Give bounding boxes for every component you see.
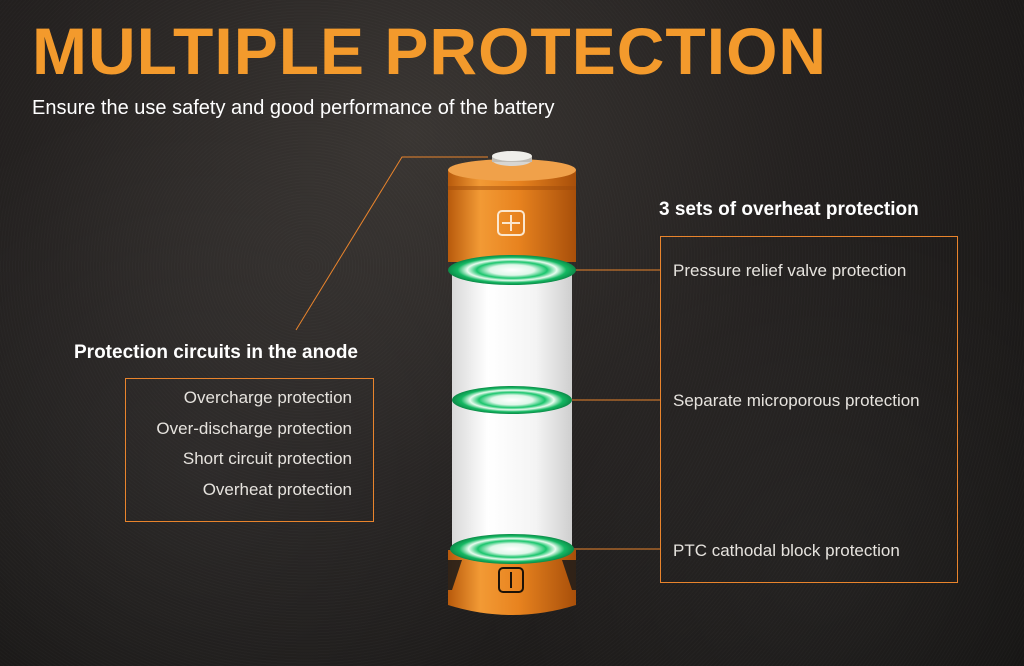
protection-ring-middle bbox=[452, 386, 572, 414]
anode-item-overheat: Overheat protection bbox=[202, 480, 352, 499]
page-title: MULTIPLE PROTECTION bbox=[32, 14, 828, 88]
protection-ring-bottom bbox=[450, 534, 574, 564]
connector-lines bbox=[295, 156, 660, 550]
anode-item-over-discharge: Over-discharge protection bbox=[156, 419, 352, 438]
overheat-item-ptc: PTC cathodal block protection bbox=[673, 541, 900, 560]
page-subtitle: Ensure the use safety and good performan… bbox=[32, 97, 555, 119]
overheat-item-microporous: Separate microporous protection bbox=[673, 391, 920, 410]
right-heading: 3 sets of overheat protection bbox=[659, 199, 919, 220]
overheat-item-valve: Pressure relief valve protection bbox=[673, 261, 907, 280]
overheat-protection-box bbox=[660, 236, 958, 583]
battery-top-cap bbox=[448, 151, 576, 262]
protection-ring-top bbox=[448, 255, 576, 285]
anode-protection-box: Overcharge protection Over-discharge pro… bbox=[125, 378, 374, 522]
anode-item-short-circuit: Short circuit protection bbox=[182, 449, 352, 468]
anode-item-overcharge: Overcharge protection bbox=[183, 388, 352, 407]
left-heading: Protection circuits in the anode bbox=[74, 342, 358, 363]
plus-terminal-icon bbox=[497, 210, 525, 236]
anode-connector-line bbox=[295, 156, 488, 331]
minus-terminal-icon bbox=[498, 567, 524, 593]
